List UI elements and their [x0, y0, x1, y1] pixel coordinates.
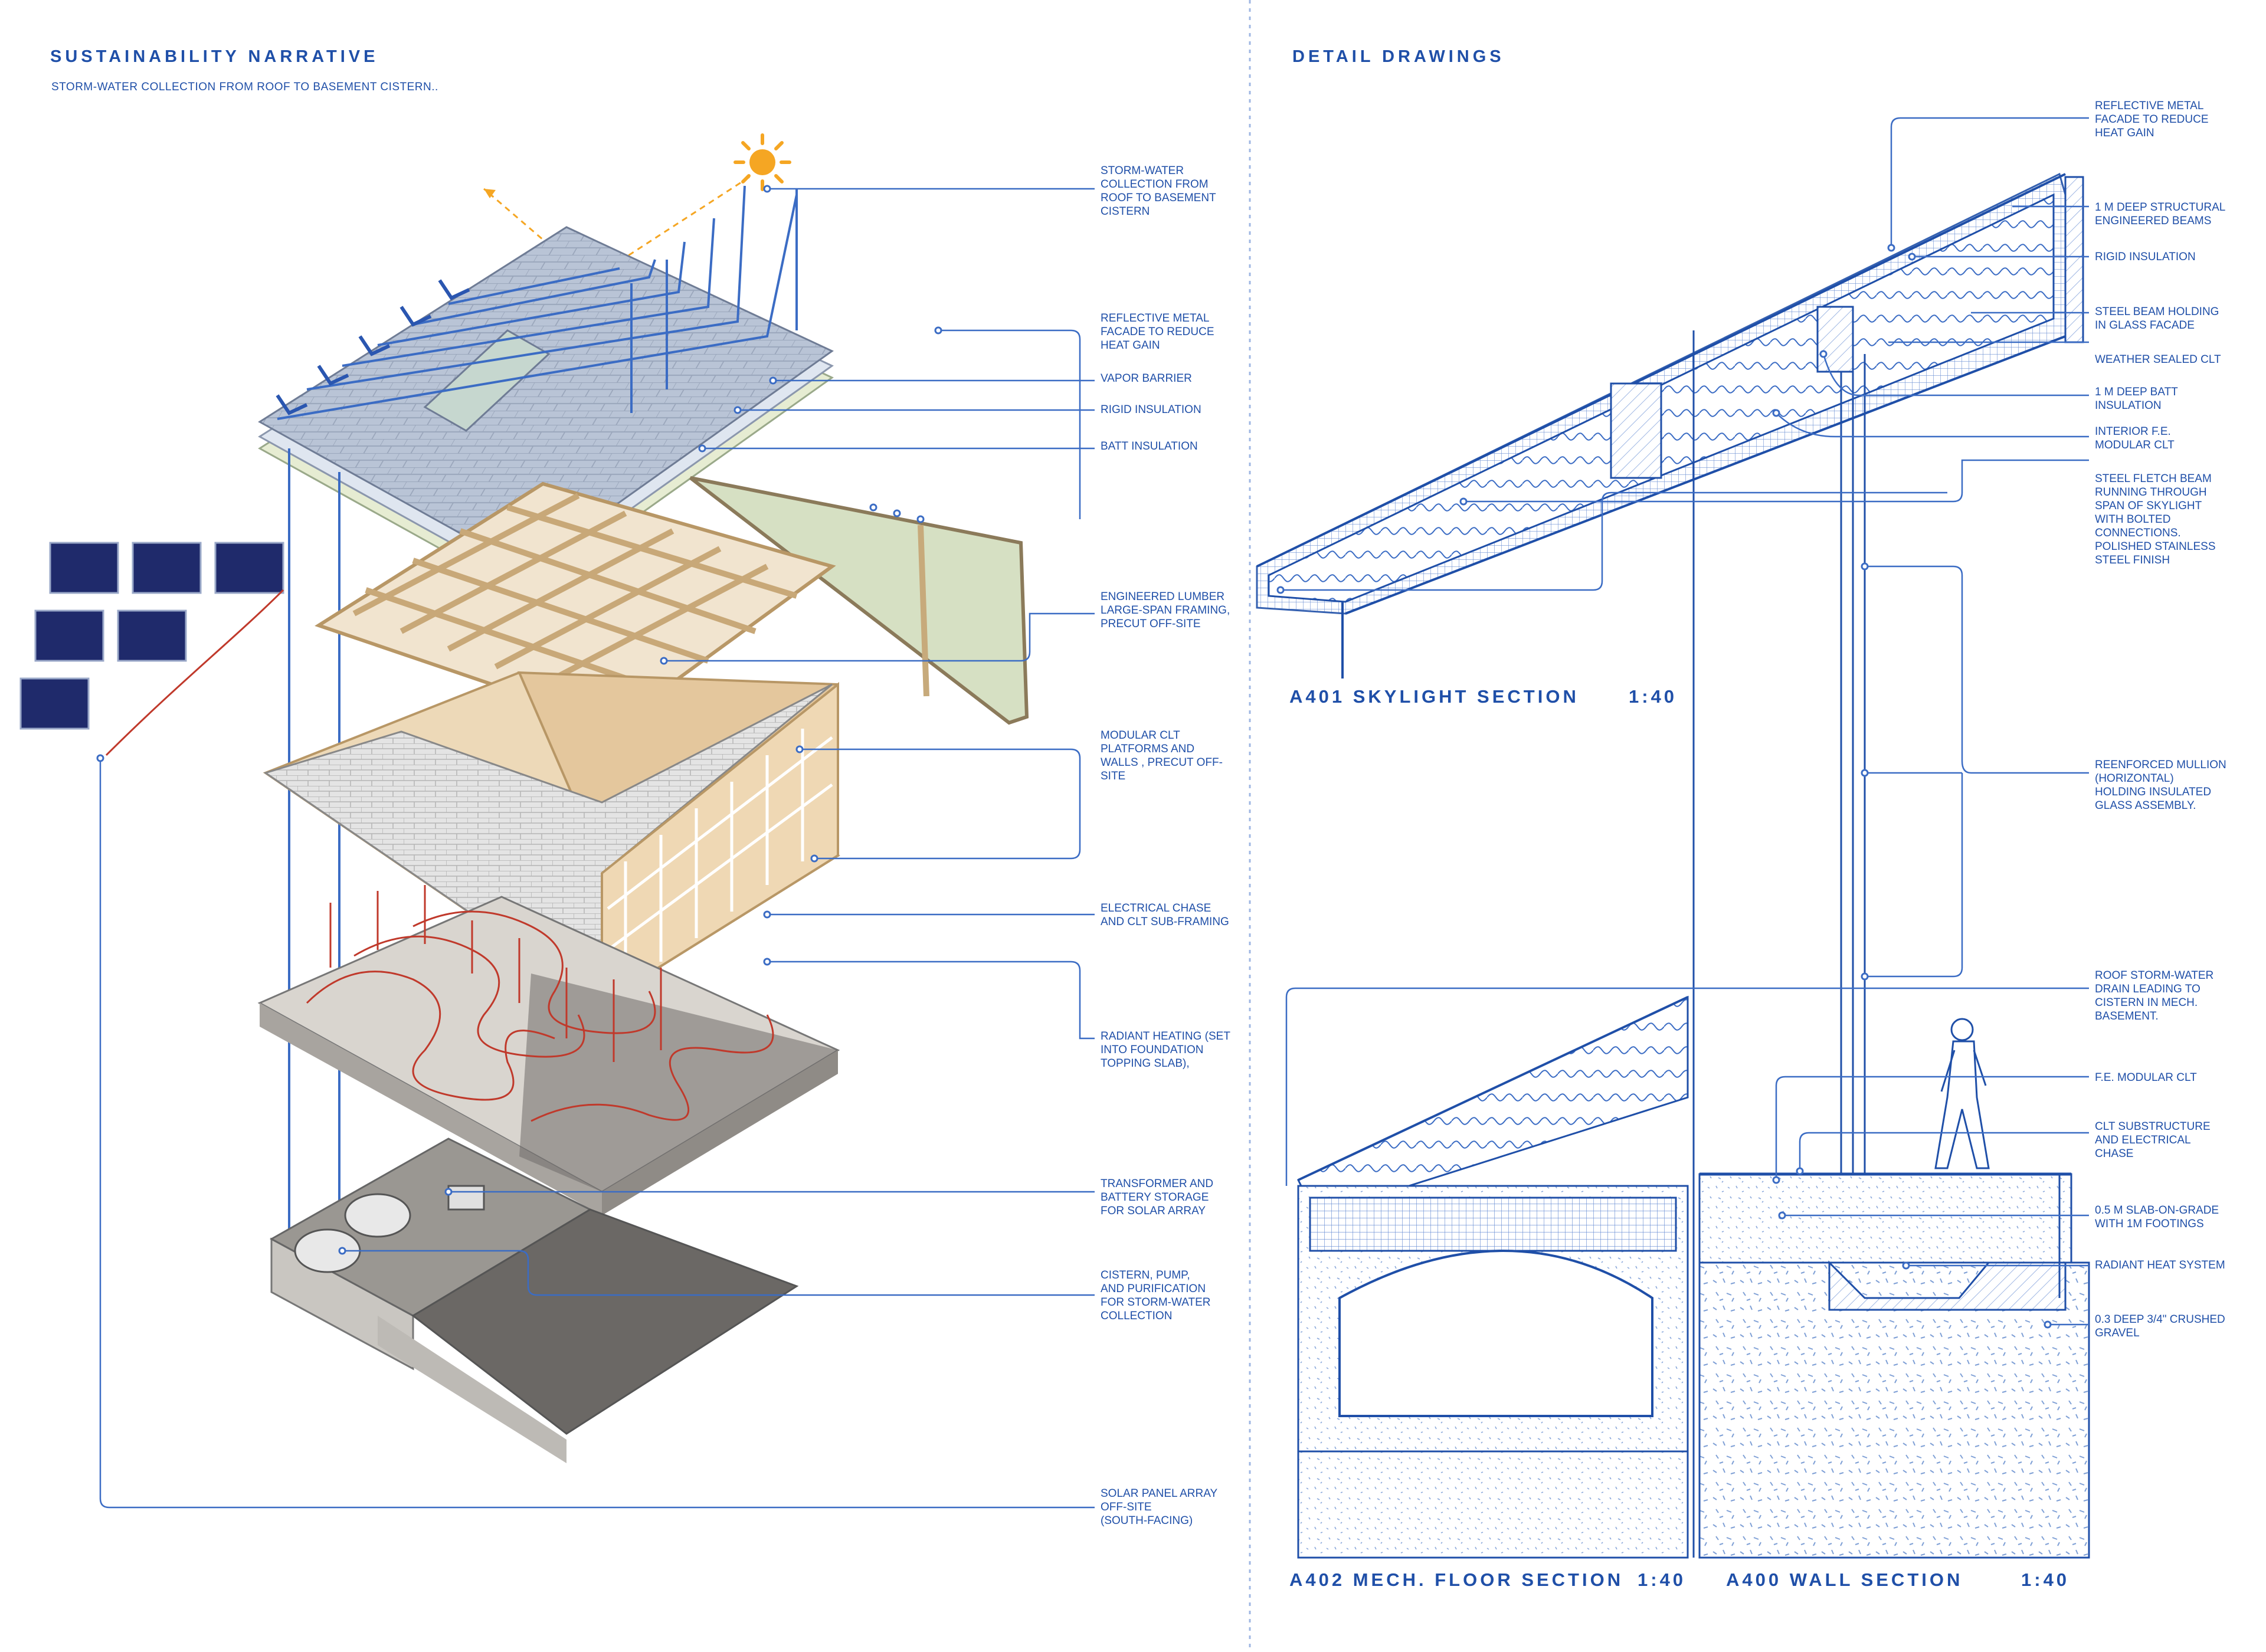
- transformer-box: [447, 1185, 485, 1211]
- section-title-a402: A402 MECH. FLOOR SECTION: [1289, 1569, 1624, 1590]
- left-title: SUSTAINABILITY NARRATIVE: [50, 47, 379, 66]
- detail-fe-modular-clt: F.E. MODULAR CLT: [2095, 1071, 2197, 1084]
- storm-water-pipes: [277, 185, 798, 420]
- callout-vapor-barrier: VAPOR BARRIER: [1101, 372, 1192, 385]
- cistern-arch: [1338, 1250, 1653, 1417]
- detail-radiant-heat: RADIANT HEAT SYSTEM: [2095, 1259, 2225, 1271]
- right-leaders: [1281, 117, 2089, 1326]
- solar-cable: [105, 589, 284, 756]
- section-scale-a402: 1:40: [1638, 1569, 1687, 1590]
- left-subtitle: STORM-WATER COLLECTION FROM ROOF TO BASE…: [51, 81, 438, 93]
- solar-panel-array: [19, 542, 284, 730]
- section-title-a400: A400 WALL SECTION: [1726, 1569, 1963, 1590]
- detail-rigid-insulation: RIGID INSULATION: [2095, 251, 2196, 263]
- callout-rigid-insulation: RIGID INSULATION: [1101, 404, 1201, 416]
- detail-reenforced-mullion: REENFORCED MULLION(HORIZONTAL)HOLDING IN…: [2095, 759, 2226, 812]
- glass-mullion: [1840, 354, 1866, 1180]
- leader-dots: [96, 185, 2052, 1329]
- lumber-framing: [315, 481, 836, 728]
- exploded-axonometric: [19, 133, 1029, 1463]
- left-leaders: [99, 188, 1095, 1509]
- sun-icon: [733, 133, 791, 191]
- section-title-a401: A401 SKYLIGHT SECTION: [1289, 686, 1579, 707]
- slab-on-grade: [1698, 1173, 2072, 1264]
- person-icon: [1934, 1018, 1990, 1169]
- section-scale-a401: 1:40: [1629, 686, 1678, 707]
- section-scale-a400: 1:40: [2021, 1569, 2070, 1590]
- detail-interior-clt: INTERIOR F.E.MODULAR CLT: [2095, 425, 2175, 451]
- detail-sections: [1256, 172, 2090, 1559]
- sun-ray-arrow-icon: [484, 189, 496, 198]
- downflow-arrows: [276, 279, 470, 415]
- radiant-heating-coils: [306, 885, 774, 1122]
- gravel-bed: [1698, 1261, 2090, 1559]
- callout-batt-insulation: BATT INSULATION: [1101, 440, 1198, 453]
- cistern-tank: [344, 1193, 411, 1238]
- right-title: DETAIL DRAWINGS: [1292, 47, 1505, 66]
- detail-weather-sealed-clt: WEATHER SEALED CLT: [2095, 353, 2221, 366]
